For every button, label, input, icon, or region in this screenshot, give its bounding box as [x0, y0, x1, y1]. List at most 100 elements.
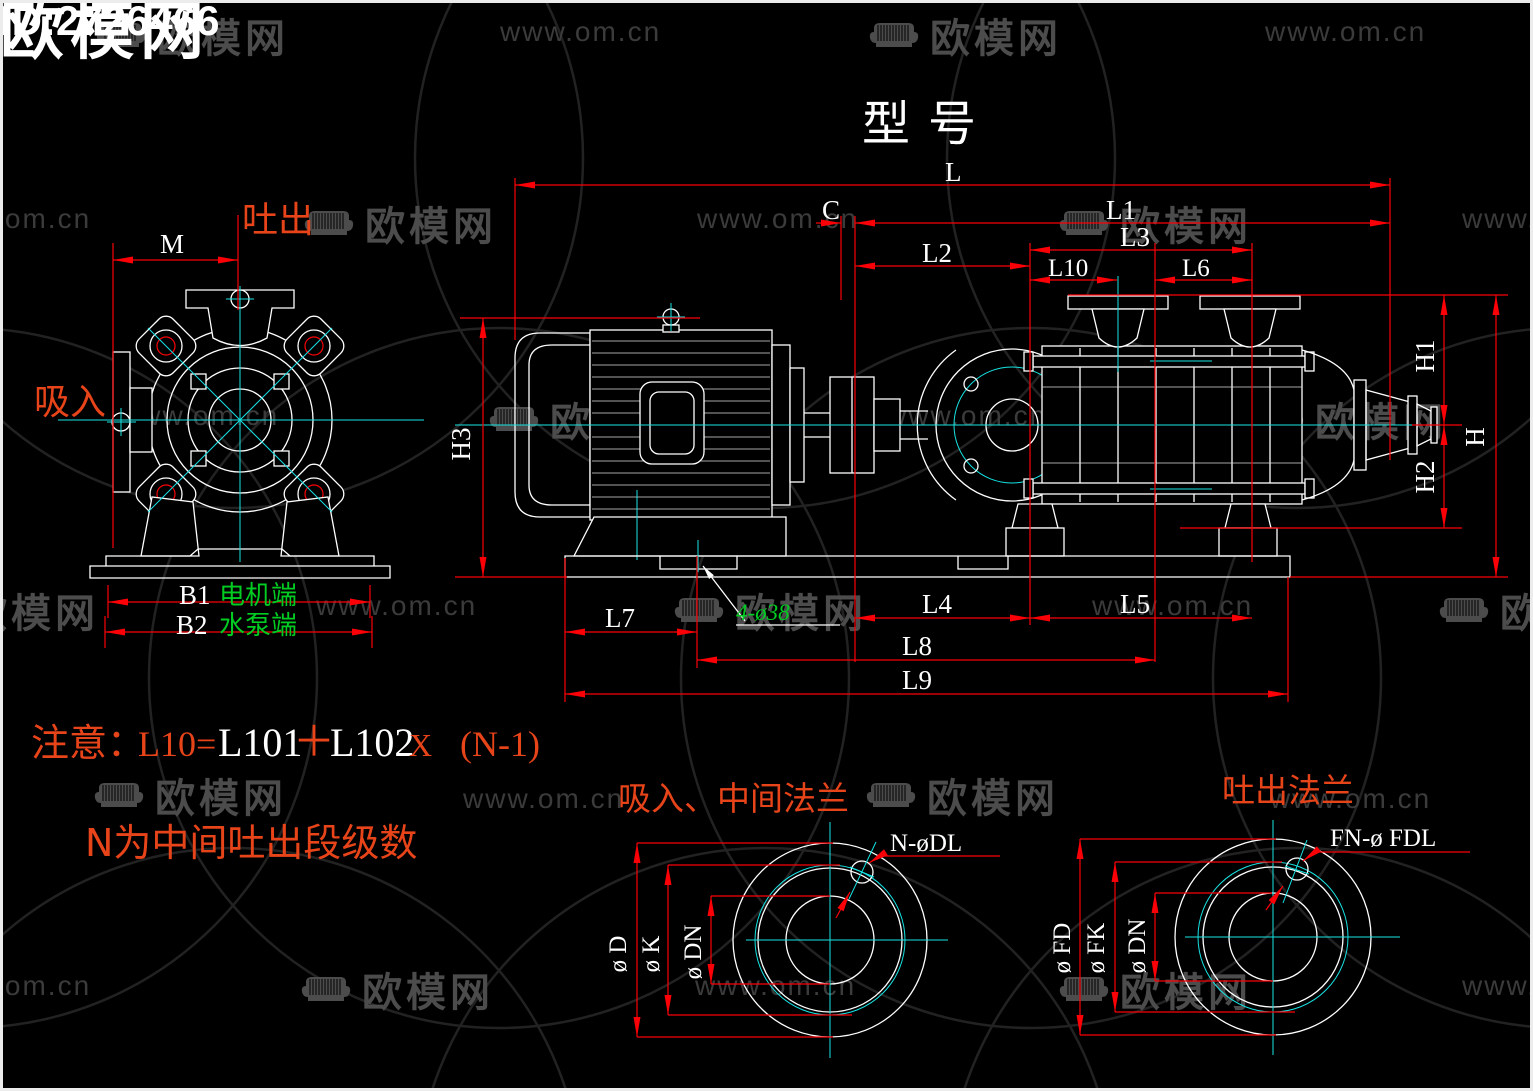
watermark-brand-text: 欧模网 — [0, 591, 99, 637]
side-dimension-labels: 型号 L C L1 L3 L2 L10 L6 L4 L5 L7 L8 L9 H3… — [446, 98, 1490, 695]
sofa-icon — [1059, 977, 1109, 1001]
dim-label-h: H — [1460, 427, 1490, 447]
dim-label-l10: L10 — [1048, 255, 1088, 282]
watermark-logo: 欧模网 — [673, 581, 867, 639]
dim-label-dn: ø DN — [680, 925, 707, 980]
pump-feet-side — [1005, 503, 1278, 557]
dim-label-b1: B1 — [179, 580, 211, 610]
watermark-url-text: www.om.cn — [886, 400, 1048, 431]
side-view — [455, 276, 1448, 578]
dim-label-l1: L1 — [1106, 195, 1136, 225]
watermark-url-text: www.om.cn — [1462, 203, 1533, 234]
flange-detail-discharge: 吐出法兰 FN-ø FDL ø FD ø FK ø DN — [1049, 771, 1470, 1055]
watermark-url-text: www.om.cn — [463, 783, 625, 814]
note-eq-lhs: L10= — [138, 724, 216, 764]
watermark-logo: 欧模网 — [865, 766, 1059, 824]
watermark-logo: 欧模网 — [303, 194, 497, 252]
note-term1: L101 — [218, 720, 302, 765]
note-plus: ＋ — [293, 717, 335, 766]
watermark-url-text: www.om.cn — [1265, 16, 1427, 47]
dim-label-b2: B2 — [176, 610, 208, 640]
dim-label-h1: H1 — [1410, 340, 1440, 373]
discharge-flange-right — [1199, 295, 1301, 348]
watermark-url-text: www.om.cn — [697, 203, 859, 234]
watermark-brand-text: 欧模网 — [1315, 400, 1447, 446]
casing-bolts — [190, 373, 290, 467]
sofa-icon — [96, 23, 146, 47]
centerlines-front — [58, 302, 424, 562]
watermark-url-text: www.om.cn — [500, 16, 662, 47]
watermark-url-text: www.om.cn — [0, 970, 92, 1001]
sofa-icon — [1439, 598, 1489, 622]
dim-label-c: C — [822, 195, 840, 225]
dim-label-fd: ø FD — [1049, 923, 1076, 974]
note-term2: L102 — [330, 720, 414, 765]
dim-label-d: ø D — [605, 936, 632, 973]
bolt-callout-fndl: FN-ø FDL — [1330, 825, 1436, 852]
watermark-brand-text: 欧模网 — [735, 591, 867, 637]
baseplate-side — [564, 555, 1291, 578]
motor — [514, 303, 830, 560]
dim-label-l2: L2 — [922, 238, 952, 268]
watermark-logo: 欧模网 — [1438, 581, 1533, 639]
side-dimensions — [455, 178, 1508, 702]
watermark-logo: 欧模网 — [0, 581, 99, 639]
sofa-icon — [674, 598, 724, 622]
watermark-brand-text: 欧模网 — [927, 776, 1059, 822]
model-id: ID:2726466 — [0, 0, 220, 44]
junction-box — [639, 381, 705, 465]
watermark-brand-text: 欧模网 — [157, 16, 289, 62]
bolt-hole — [1285, 857, 1309, 881]
watermark-logo: 欧模网 — [93, 766, 287, 824]
note-times: X — [409, 727, 432, 763]
dim-label-l8: L8 — [902, 631, 932, 661]
note-block: 注意： L10= L101 ＋ L102 X (N-1) N为中间吐出段级数 — [31, 717, 540, 865]
bolt-callout-ndl: N-øDL — [890, 830, 962, 857]
sofa-icon — [866, 783, 916, 807]
note-line2: N为中间吐出段级数 — [85, 821, 417, 865]
watermark-brand-text: 欧模网 — [362, 970, 494, 1016]
watermark-url-text: www.om.cn — [1462, 970, 1533, 1001]
dim-label-k: ø K — [638, 936, 665, 973]
dim-label-h2: H2 — [1410, 461, 1440, 494]
b2-pump-end-label: 水泵端 — [219, 611, 297, 641]
suction-label: 吸入 — [34, 382, 106, 423]
sofa-icon — [94, 783, 144, 807]
dim-label-m: M — [160, 229, 184, 259]
dim-label-l3: L3 — [1120, 222, 1150, 252]
sheet-title: 型号 — [862, 98, 994, 151]
watermark-logo: 欧模网 — [300, 960, 494, 1018]
discharge-label: 吐出 — [242, 200, 314, 241]
bolt-hole — [850, 860, 874, 884]
watermark-brand-text: 欧模网 — [365, 204, 497, 250]
discharge-flange-title: 吐出法兰 — [1222, 771, 1354, 810]
front-dimensions — [104, 215, 373, 648]
dim-label-l: L — [945, 157, 962, 187]
watermark-url-text: www.om.cn — [316, 590, 478, 621]
sofa-icon — [304, 211, 354, 235]
site-brand: 欧模网 — [0, 0, 210, 69]
discharge-flange-left — [1067, 276, 1169, 372]
front-view: 吐出 吸入 M B1 电机端 B2 水泵端 — [34, 200, 424, 648]
watermark-logo: 欧模网 — [95, 6, 289, 64]
dim-label-l4: L4 — [922, 589, 952, 619]
dim-label-fk: ø FK — [1083, 923, 1110, 974]
anchor-bolt-note: 4-ø38 — [736, 600, 790, 625]
watermark-brand-text: 欧模网 — [1500, 591, 1533, 637]
note-prefix: 注意： — [31, 721, 145, 765]
pump-feet — [140, 496, 340, 557]
dim-label-h3: H3 — [446, 428, 476, 461]
watermark-brand-text: 欧模网 — [1120, 204, 1252, 250]
watermark-url-text: www.om.cn — [1270, 783, 1432, 814]
dim-label-l7: L7 — [605, 603, 635, 633]
watermark-url-text: www.om.cn — [0, 203, 92, 234]
watermark-logo: 欧模网 — [868, 6, 1062, 64]
note-term3: (N-1) — [460, 724, 540, 764]
b1-motor-end-label: 电机端 — [219, 581, 297, 611]
sofa-icon — [301, 977, 351, 1001]
dim-label-fdn: ø DN — [1124, 919, 1151, 974]
